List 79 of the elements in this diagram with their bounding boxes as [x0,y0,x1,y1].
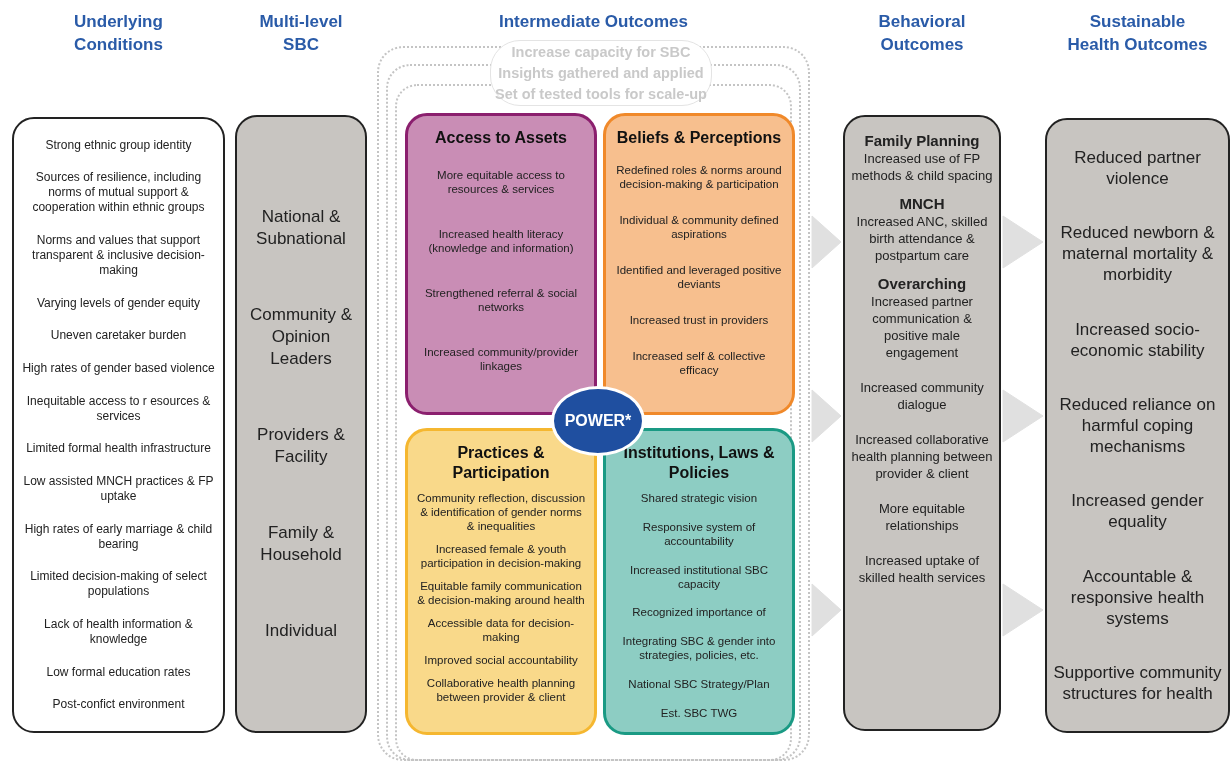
outcome-text: Increased community/provider linkages [422,344,579,373]
outcome-quadrant [405,113,597,415]
section-heading: MNCH [898,194,946,213]
outcome-text: Increased uptake of skilled health services [857,552,987,586]
outcome-text: Shared strategic vision [639,491,759,505]
outcome-text: Increased partner communication & positive male engagement [870,293,974,361]
chevron-arrow [811,215,842,269]
outcome-text: Reduced reliance on harmful coping mechanisms [1058,393,1217,457]
outcome-text: Increased socio-economic stability [1069,318,1206,361]
outcome-text: Community reflection, discussion & identification of gender norms & inequalities [416,491,586,534]
outcome-text: Responsive system of accountability [641,519,757,548]
quadrant-heading: Institutions, Laws & Policies [622,443,776,483]
column-heading: Multi-level SBC [258,11,344,56]
outcome-text: Reduced partner violence [1073,146,1202,189]
outcome-text: Supportive community structures for health [1053,662,1222,705]
column-heading: Behavioral Outcomes [877,11,967,56]
outcome-text: Increased gender equality [1070,490,1205,533]
condition-text: Lack of health information & knowledge [43,616,194,647]
level-label: Providers & Facility [256,424,346,468]
quadrant-heading: Access to Assets [434,128,568,148]
outcome-text: Est. SBC TWG [659,705,739,720]
outcome-quadrant [603,428,795,735]
outcome-text: Increased female & youth participation in decision-making [419,542,583,571]
outcome-text: More equitable relationships [878,500,966,534]
outcome-text: Redefined roles & norms around decision-making & participation [615,163,783,191]
condition-text: Low formal education rates [45,664,192,680]
condition-text: Inequitable access to r esources & services [25,393,212,424]
outcome-text: Accessible data for decision-making [426,615,576,644]
outcome-quadrant [603,113,795,415]
condition-text: High rates of gender based violence [21,361,216,376]
condition-text: Uneven caretaker burden [49,328,188,344]
outcome-text: Accountable & responsive health systems [1069,565,1206,629]
section-heading: Family Planning [863,131,981,150]
outcome-text: Increased institutional SBC capacity [628,562,770,591]
power-label: POWER* [564,411,632,431]
condition-text: Strong ethnic group identity [44,137,193,153]
capacity-pill [490,40,712,106]
outcome-quadrant [405,428,597,735]
column-heading: Sustainable Health Outcomes [1066,11,1209,56]
quadrant-heading: Beliefs & Perceptions [615,128,783,148]
condition-text: Varying levels of gender equity [35,295,202,311]
outcome-text: Recognized importance of [631,605,767,620]
outcome-text: Individual & community defined aspirations [618,213,780,241]
outcome-text: Strengthened referral & social networks [423,285,579,314]
condition-text: High rates of early marriage & child bearing [23,521,214,552]
outcome-text: Equitable family communication & decision-making around health [416,579,586,608]
chevron-arrow [811,583,842,637]
outcome-text: Reduced newborn & maternal mortality & morbidity [1059,222,1216,286]
level-label: Family & Household [259,522,343,566]
condition-text: Limited formal health infrastructure [25,441,212,457]
condition-text: Post-confict environment [51,697,186,713]
outcome-text: Increased ANC, skilled birth attendance & postpartum care [855,213,989,264]
chevron-arrow [1002,583,1044,637]
level-label: Community & Opinion Leaders [249,304,353,370]
outcome-text: Increased trust in providers [628,313,770,327]
condition-text: Limited decision-making of select populations [29,569,208,600]
outcome-text: Improved social accountability [423,652,579,667]
outcome-text: Increased health literacy (knowledge and information) [427,226,575,255]
chevron-arrow [1002,389,1044,443]
condition-text: Norms and values that support transparent & inclusive decision-making [31,233,206,279]
chevron-arrow [811,389,842,443]
outcome-text: National SBC Strategy/Plan [627,677,771,692]
outcome-text: Increased use of FP methods & child spacing [851,150,993,184]
quadrant-heading: Practices & Participation [451,443,551,483]
outcome-text: Identified and leveraged positive deviants [615,263,783,291]
condition-text: Low assisted MNCH practices & FP uptake [22,473,215,504]
outcome-text: Integrating SBC & gender into strategies, policies, etc. [621,634,777,663]
level-label: National & Subnational [255,206,347,250]
outcome-text: Collaborative health planning between provider & client [425,675,577,704]
outcome-text: Increased community dialogue [859,379,985,413]
chevron-arrow [1002,215,1044,269]
section-heading: Overarching [876,274,968,293]
column-heading: Intermediate Outcomes [498,11,689,33]
level-label: Individual [264,620,338,642]
outcome-text: Increased self & collective efficacy [631,349,767,377]
outcome-text: More equitable access to resources & services [436,167,566,196]
condition-text: Sources of resilience, including norms of mutual support & cooperation within ethnic groups [31,170,206,216]
outcome-text: Increased collaborative health planning between provider & client [851,431,993,482]
column-heading: Underlying Conditions [73,11,164,56]
